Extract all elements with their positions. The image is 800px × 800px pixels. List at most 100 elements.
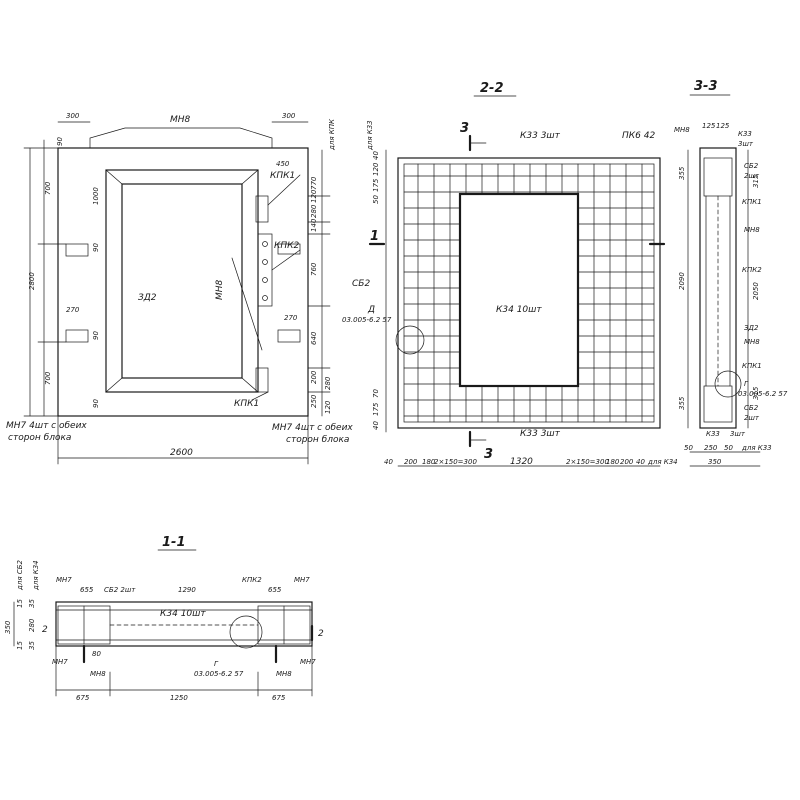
s11-label-80: 80 <box>92 650 101 658</box>
s22-label-d: Д <box>367 305 375 315</box>
front-right-dim-280-a: 280 <box>310 204 318 218</box>
s33-label-sb2-bottom: СБ2 <box>744 404 759 412</box>
s22-dim-bottom-180-a: 180 <box>422 458 436 466</box>
front-top-dim-300-left: 300 <box>66 112 80 120</box>
s11-label-mn8-right: МН8 <box>276 670 292 678</box>
s11-cut-mark-right: 2 <box>318 629 324 639</box>
front-top-dim-300-right: 300 <box>282 112 296 120</box>
front-left-dim-1000: 1000 <box>92 187 100 205</box>
s11-label-sb2: СБ2 2шт <box>104 586 136 594</box>
s33-dim-left-355-top: 355 <box>678 166 686 180</box>
s11-label-mn7-bottom-right: МН7 <box>300 658 316 666</box>
s11-label-kpk2: КПК2 <box>242 576 262 584</box>
s11-dim-350: 350 <box>4 620 12 634</box>
front-left-dim-90-bottom: 90 <box>92 399 100 408</box>
s33-dim-right-2050: 2050 <box>752 282 760 300</box>
s22-dim-bottom-2x150-b: 2×150=300 <box>566 458 609 466</box>
section-2-2: 2-2 3 3 1 К33 3шт ПК6 42 СБ2 Д 03.005-6.… <box>342 81 678 467</box>
s11-label-ref: 03.005-6.2 57 <box>194 670 244 678</box>
s33-label-3sht-bottom: 3шт <box>730 430 746 438</box>
section-1-1-title: 1-1 <box>162 535 186 550</box>
s22-dim-bottom-40-a: 40 <box>384 458 393 466</box>
s33-label-kpk2: КПК2 <box>742 266 762 274</box>
s22-dim-bottom-200-b: 200 <box>620 458 634 466</box>
s22-dim-left-175-top: 175 <box>372 178 380 192</box>
front-right-dim-250: 250 <box>310 394 318 408</box>
front-top-dim-kpk: для КПК <box>328 118 336 151</box>
s22-dim-left-40-top: 40 <box>372 151 380 160</box>
s33-dim-bottom-for-k33: для К33 <box>741 444 772 452</box>
s22-dim-bottom-200-a: 200 <box>404 458 418 466</box>
s22-label-k33-bottom: К33 3шт <box>520 429 561 439</box>
front-left-dim-90-top: 90 <box>56 137 64 146</box>
s11-dim-15-top: 15 <box>16 599 24 608</box>
s33-label-mn8-mid: МН8 <box>744 226 760 234</box>
front-label-270: 270 <box>66 306 80 314</box>
s22-label-for-k33: для К33 <box>366 120 374 151</box>
front-note-right-line2: сторон блока <box>286 435 349 445</box>
s11-dim-bottom-675-right: 675 <box>272 694 286 702</box>
front-left-dim-700-top: 700 <box>44 181 52 195</box>
s33-dim-bottom-350: 350 <box>708 458 722 466</box>
front-label-zd2: ЗД2 <box>138 293 157 303</box>
front-right-dim-280-b: 280 <box>324 376 332 390</box>
s33-dim-left-355-bottom: 355 <box>678 396 686 410</box>
s33-dim-bottom-50-b: 50 <box>724 444 733 452</box>
s33-dim-bottom-50-a: 50 <box>684 444 693 452</box>
s33-label-k33-top: К33 <box>738 130 752 138</box>
s22-dim-bottom-1320: 1320 <box>510 457 533 467</box>
front-left-dim-2800: 2800 <box>28 272 36 290</box>
s22-dim-bottom-2x150-a: 2×150=300 <box>434 458 477 466</box>
section-3-3: 3-3 МН8 К33 3шт СБ2 2шт КПК1 МН8 КПК2 ЗД… <box>674 79 788 467</box>
s11-dim-35-bottom: 35 <box>28 641 36 650</box>
s11-dim-bottom-675-left: 675 <box>76 694 90 702</box>
s22-dim-left-120: 120 <box>372 162 380 176</box>
s33-dim-right-315-bottom: 315 <box>752 386 760 400</box>
s11-dim-bottom-1250: 1250 <box>170 694 188 702</box>
s22-label-k34: К34 10шт <box>496 305 542 315</box>
s33-label-sb2-top: СБ2 <box>744 162 759 170</box>
front-left-dim-90-a: 90 <box>92 243 100 252</box>
front-right-dim-770: 770 <box>310 176 318 190</box>
s33-label-3sht-top: 3шт <box>738 140 754 148</box>
s11-label-mn7-top-left: МН7 <box>56 576 72 584</box>
s11-label-mn7-bottom-left: МН7 <box>52 658 68 666</box>
front-note-right-line1: МН7 4шт с обеих <box>272 423 353 433</box>
s33-label-kpk1-bottom: КПК1 <box>742 362 762 370</box>
s33-dim-left-2090: 2090 <box>678 272 686 290</box>
s33-label-mn8-top: МН8 <box>674 126 690 134</box>
front-label-kpk1-bottom: КПК1 <box>234 399 259 409</box>
s22-dim-left-40-bottom: 40 <box>372 421 380 430</box>
cut-3-bottom: 3 <box>484 447 493 462</box>
s22-label-k33-top: К33 3шт <box>520 131 561 141</box>
s11-cut-mark-left: 2 <box>42 625 48 635</box>
s33-dim-top-125-b: 125 <box>716 122 730 130</box>
front-left-dim-90-b: 90 <box>92 331 100 340</box>
cut-1-left: 1 <box>370 229 379 244</box>
s11-label-g: Г <box>214 660 219 668</box>
s11-label-1290: 1290 <box>178 586 196 594</box>
s33-dim-bottom-250: 250 <box>704 444 718 452</box>
s33-label-ref: 03.005-6.2 57 <box>738 390 788 398</box>
front-elevation: 300 МН8 300 для КПК 90 700 1000 2800 90 … <box>6 112 353 465</box>
s22-dim-bottom-180-b: 180 <box>606 458 620 466</box>
cut-3-top: 3 <box>460 121 469 136</box>
s22-dim-bottom-for-k34: для К34 <box>647 458 678 466</box>
s11-dim-280: 280 <box>28 618 36 632</box>
front-right-dim-120-b: 120 <box>324 400 332 414</box>
front-right-dim-200: 200 <box>310 370 318 384</box>
s33-label-kpk1-top: КПК1 <box>742 198 762 206</box>
s22-label-ref: 03.005-6.2 57 <box>342 316 392 324</box>
front-right-dim-270: 270 <box>284 314 298 322</box>
front-top-label-mn8: МН8 <box>170 115 191 125</box>
s33-label-k33-bottom: К33 <box>706 430 720 438</box>
s11-label-655-right: 655 <box>268 586 282 594</box>
s11-dim-35-top: 35 <box>28 599 36 608</box>
s33-label-g: Г <box>744 380 749 388</box>
section-3-3-title: 3-3 <box>694 79 718 94</box>
front-label-mn8: МН8 <box>215 279 225 300</box>
s11-label-655-left: 655 <box>80 586 94 594</box>
rebar-grid <box>403 163 655 423</box>
